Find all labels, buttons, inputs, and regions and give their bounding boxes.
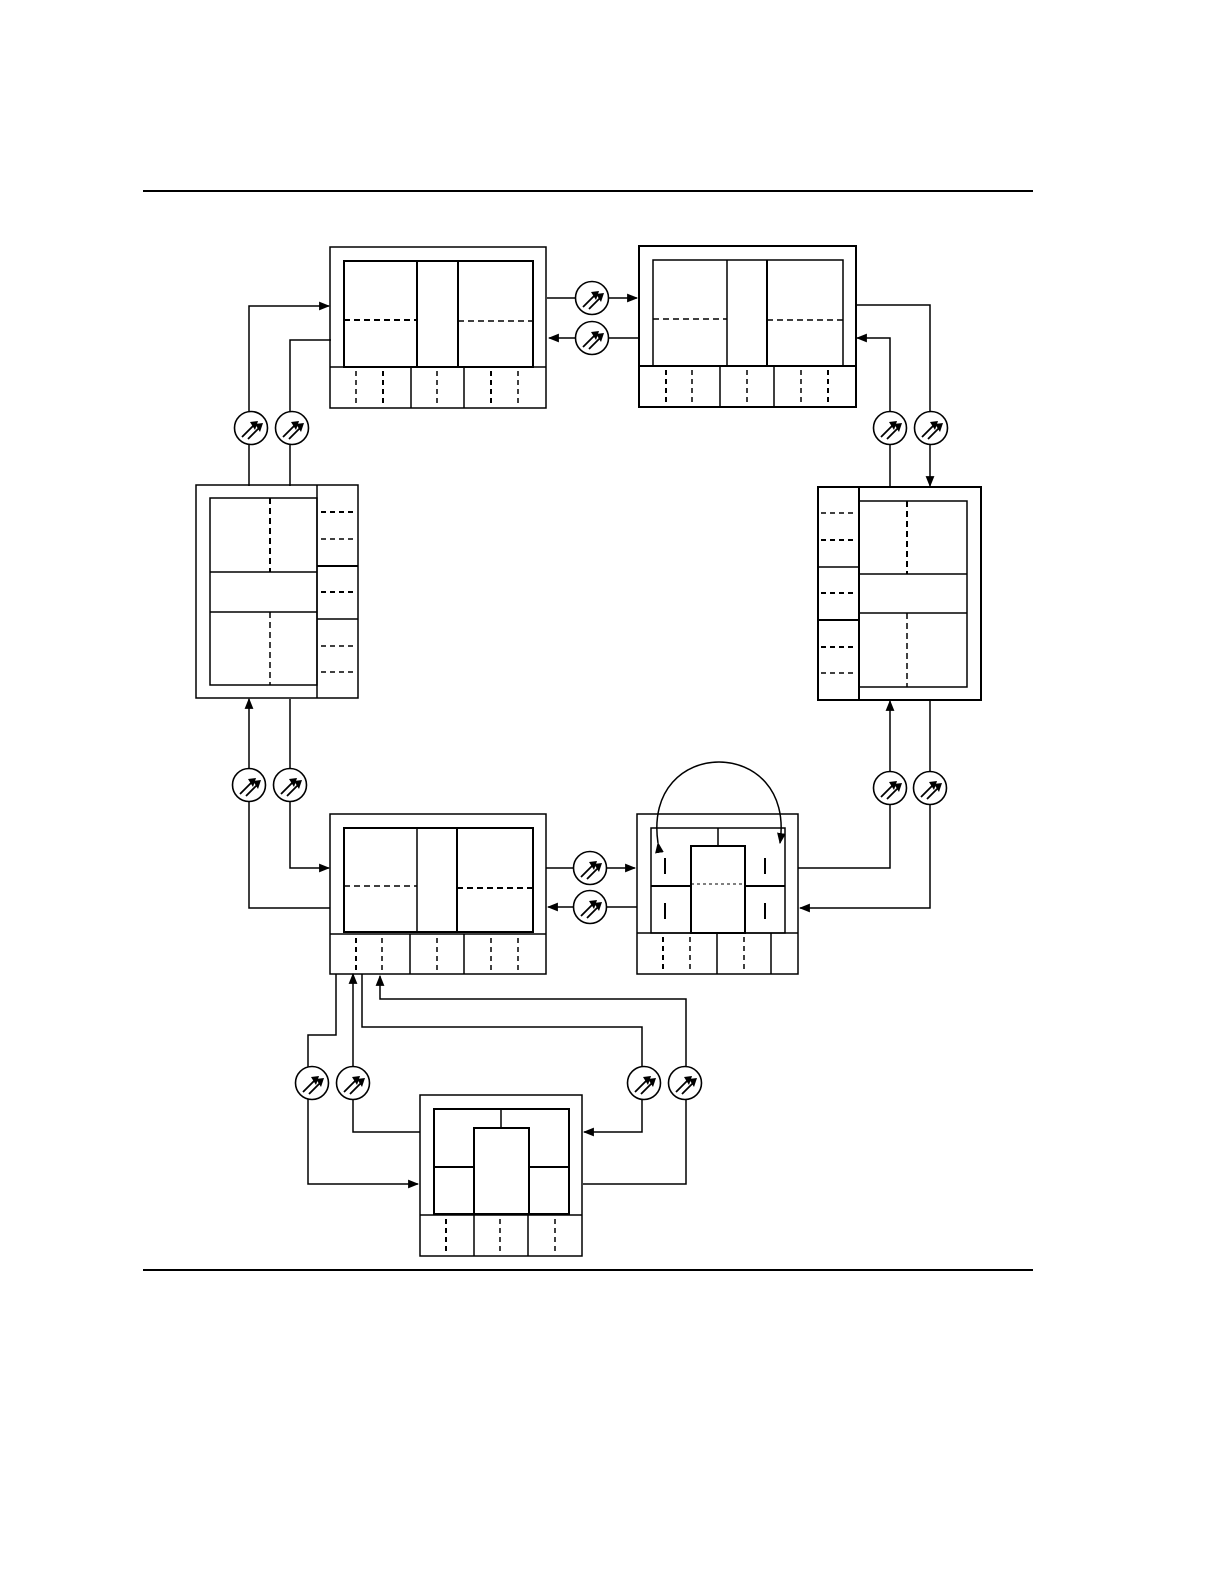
node-bottom-left[interactable] [330,814,546,974]
fiber-optic-link-icon [669,1067,702,1100]
fiber-optic-link-icon [574,852,607,885]
fiber-optic-link-icon [576,322,609,355]
fiber-optic-link-icon [874,772,907,805]
connection-lines [249,298,930,1184]
fiber-icons [233,282,948,1100]
node-mid-left[interactable] [196,485,358,698]
node-top-left[interactable] [330,247,546,408]
fiber-optic-link-icon [235,412,268,445]
fiber-optic-link-icon [337,1067,370,1100]
fiber-optic-link-icon [574,891,607,924]
fiber-optic-link-icon [915,412,948,445]
fiber-optic-link-icon [914,772,947,805]
node-top-right[interactable] [639,246,856,407]
fiber-optic-link-icon [233,769,266,802]
fiber-optic-link-icon [274,769,307,802]
fiber-optic-link-icon [874,412,907,445]
node-bottom-right[interactable] [637,814,798,974]
node-spur[interactable] [420,1095,582,1256]
fiber-optic-link-icon [628,1067,661,1100]
fiber-optic-link-icon [296,1067,329,1100]
fiber-optic-link-icon [276,412,309,445]
fiber-optic-link-icon [576,282,609,315]
node-mid-right[interactable] [818,487,981,700]
